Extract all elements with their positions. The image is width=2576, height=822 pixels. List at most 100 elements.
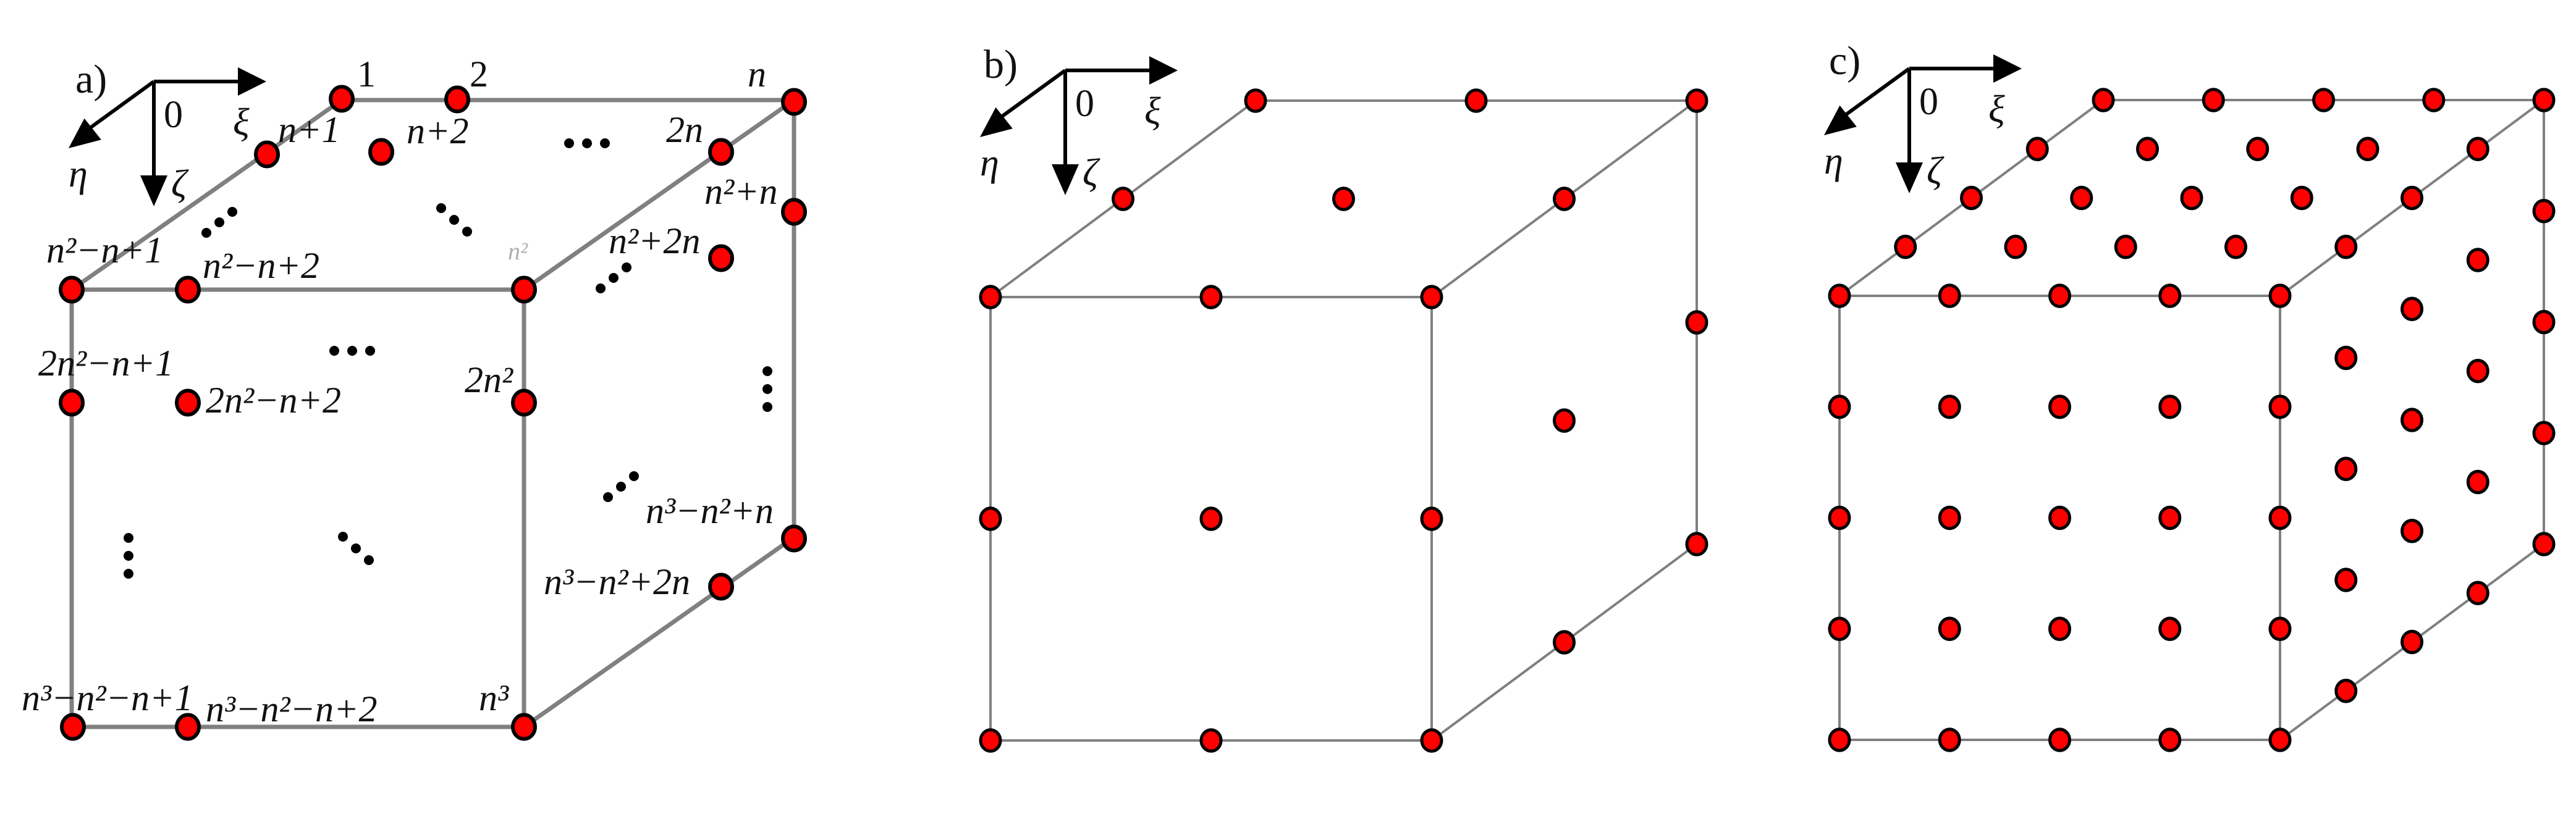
right-face-node xyxy=(1685,310,1708,335)
eta-label: η xyxy=(69,153,88,195)
node-n²+2n xyxy=(708,244,734,272)
ellipsis-ddots-down xyxy=(338,532,374,565)
front-face-node xyxy=(979,506,1002,531)
xi-arrow-icon xyxy=(1993,54,2022,83)
node-n+2 xyxy=(368,138,394,166)
ellipsis-hdots xyxy=(329,346,375,356)
ellipsis-dot xyxy=(462,227,472,237)
right-face-node xyxy=(2401,296,2423,322)
zeta-arrow-icon xyxy=(1896,162,1923,193)
top-face-node xyxy=(2180,185,2203,211)
front-face-node xyxy=(2268,394,2292,419)
top-face-node xyxy=(1332,187,1355,211)
top-face-node xyxy=(1960,185,1983,211)
ellipsis-dot xyxy=(201,228,211,238)
ellipsis-dot xyxy=(629,471,639,481)
front-face-node xyxy=(1199,728,1223,753)
front-face-node xyxy=(2048,728,2071,752)
node-n³−n²+2n xyxy=(708,572,734,601)
ellipsis-dot xyxy=(436,203,446,213)
node-1 xyxy=(329,85,355,113)
ellipsis-dot xyxy=(227,207,237,217)
front-face-node xyxy=(2268,728,2292,752)
node-label: n³−n²−n+2 xyxy=(206,689,377,729)
node-label: 2n²−n+1 xyxy=(38,343,174,384)
ellipsis-dot xyxy=(762,366,772,376)
ellipsis-dot xyxy=(351,543,361,553)
top-face-node xyxy=(2092,88,2115,112)
front-face-node xyxy=(1938,616,1961,642)
node-label: 2n xyxy=(666,109,703,150)
right-face-node xyxy=(2401,629,2423,655)
top-face-node xyxy=(2224,234,2247,259)
top-face-node xyxy=(2114,234,2137,259)
ellipsis-dot xyxy=(124,551,133,561)
ellipsis-dot xyxy=(124,533,133,543)
top-face-node xyxy=(2422,88,2446,112)
right-face-node xyxy=(2532,309,2556,335)
front-face-node xyxy=(1828,616,1851,642)
node-n²+n xyxy=(781,198,807,226)
right-face-node xyxy=(2334,345,2358,371)
node-2n²−n+1 xyxy=(59,388,85,417)
node-label: 2n²−n+2 xyxy=(206,380,341,421)
top-face-node xyxy=(1553,187,1576,211)
top-face-node xyxy=(2401,185,2423,211)
eta-arrow-icon xyxy=(980,107,1013,137)
node-2n xyxy=(708,138,734,166)
node-n³−n²−n+2 xyxy=(175,713,201,741)
top-face-node xyxy=(2202,88,2225,112)
node-label: 1 xyxy=(357,54,376,94)
right-face-node xyxy=(2334,568,2358,592)
top-face-node xyxy=(2070,185,2093,211)
node-n³−n²+n xyxy=(781,524,807,553)
ellipsis-ddots-up xyxy=(596,262,631,293)
eta-label: η xyxy=(1824,140,1843,182)
top-face-node xyxy=(2466,136,2489,162)
node-n³−n²−n+1 xyxy=(60,713,86,741)
top-face-node xyxy=(1464,88,1488,113)
eta-arrow-icon xyxy=(1824,105,1857,135)
right-face-node xyxy=(2334,456,2358,482)
node-label: n²−n+1 xyxy=(46,230,163,271)
ellipsis-vdots xyxy=(762,366,772,412)
front-face-node xyxy=(1938,728,1961,752)
front-face-node xyxy=(979,728,1002,753)
eta-label: η xyxy=(980,142,999,184)
front-face-node xyxy=(1938,283,1961,308)
front-face-node xyxy=(1828,728,1851,752)
front-face-node xyxy=(2048,283,2071,308)
node-n²−n+1 xyxy=(59,275,85,304)
node-2 xyxy=(444,85,470,114)
front-face-node xyxy=(1420,285,1443,309)
node-label: n xyxy=(748,54,766,94)
right-face-node xyxy=(2466,248,2489,272)
ellipsis-dot xyxy=(762,402,772,412)
node-n²−n+2 xyxy=(175,275,201,304)
right-face-node xyxy=(2532,532,2556,556)
xi-label: ξ xyxy=(233,101,250,143)
ghost-label: n² xyxy=(508,237,528,265)
top-face-node xyxy=(1685,88,1708,113)
ellipsis-ddots-up xyxy=(603,471,639,502)
cube-edge xyxy=(522,535,796,729)
top-face-node xyxy=(1244,88,1267,113)
top-face-node xyxy=(1894,234,1917,259)
node-label: 2n² xyxy=(465,359,513,400)
front-face-node xyxy=(1828,505,1851,531)
xi-arrow-icon xyxy=(238,67,266,96)
right-face-node xyxy=(2401,408,2423,432)
top-face-node xyxy=(1112,187,1134,211)
right-face-node xyxy=(2532,421,2556,446)
cube-edge xyxy=(69,98,344,292)
ellipsis-dot xyxy=(616,482,626,492)
ellipsis-dot xyxy=(622,262,631,272)
